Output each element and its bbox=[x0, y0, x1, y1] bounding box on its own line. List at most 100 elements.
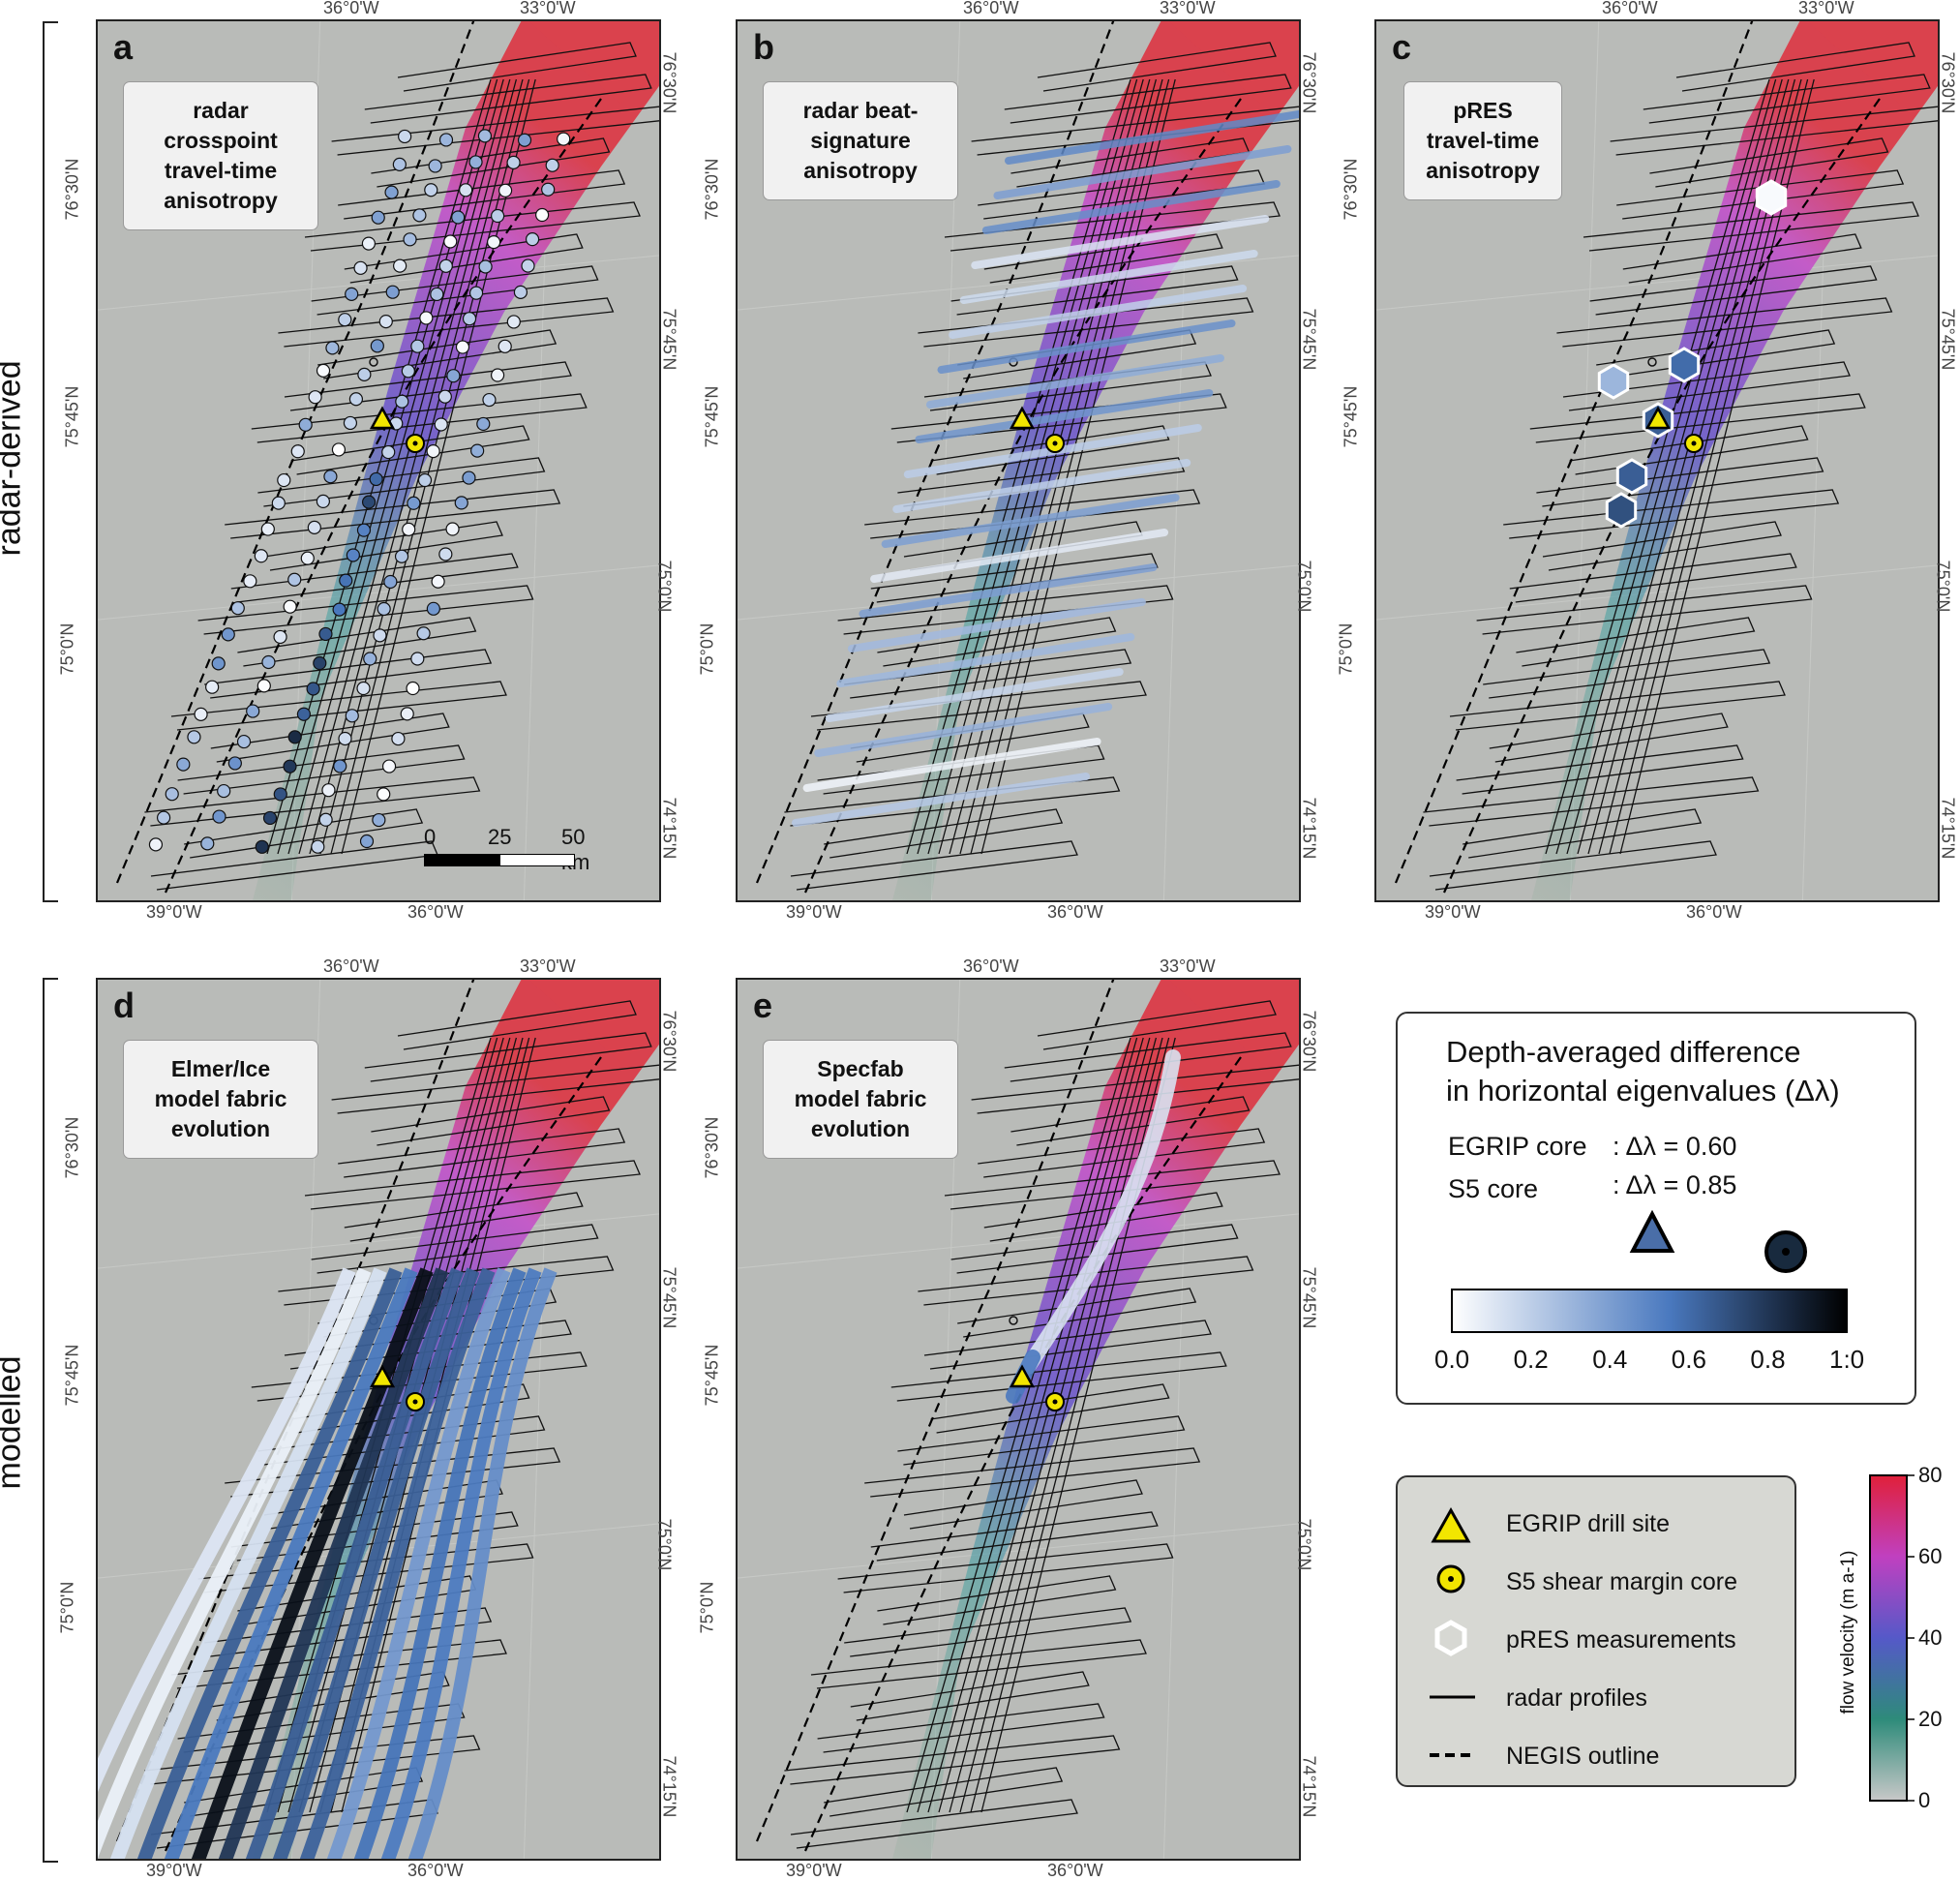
radar-profiles bbox=[1423, 42, 1938, 891]
map-svg bbox=[98, 980, 659, 1859]
right-tick-e-3: 74°15'N bbox=[1299, 1755, 1319, 1818]
row-bracket-top bbox=[43, 21, 58, 902]
top-tick-a-2: 33°0'W bbox=[520, 0, 576, 17]
negis-outline bbox=[1394, 21, 1881, 894]
legend-negis-label: NEGIS outline bbox=[1506, 1743, 1660, 1770]
top-tick-e-2: 33°0'W bbox=[1160, 956, 1216, 976]
right-tick-e-2: 75°0'N bbox=[1294, 1518, 1314, 1571]
right-tick-a-1: 75°45'N bbox=[659, 308, 679, 371]
left-tick-e-0: 76°30'N bbox=[702, 1116, 722, 1179]
eigen-tick-label: 0.6 bbox=[1671, 1345, 1706, 1374]
panel-title-line: model fabric bbox=[154, 1086, 287, 1111]
bottom-tick-c-2: 36°0'W bbox=[1686, 902, 1742, 922]
panel-title-line: radar beat- bbox=[802, 98, 919, 123]
egrip-drill-site-icon bbox=[369, 1364, 396, 1388]
velocity-tick-label: 20 bbox=[1918, 1707, 1943, 1731]
map-svg bbox=[738, 21, 1299, 900]
s5-core-dot bbox=[1052, 440, 1058, 446]
legend-egrip-label: EGRIP drill site bbox=[1506, 1510, 1671, 1537]
top-tick-c-1: 36°0'W bbox=[1602, 0, 1658, 17]
panel-label-a: a bbox=[113, 27, 134, 67]
left-tick-d-1: 75°45'N bbox=[62, 1344, 82, 1407]
top-tick-e-1: 36°0'W bbox=[963, 956, 1019, 976]
panel-title-line: evolution bbox=[810, 1116, 911, 1141]
bottom-tick-b-1: 39°0'W bbox=[786, 902, 842, 922]
scale-label-25: 25 bbox=[488, 825, 512, 849]
flow-velocity-field bbox=[253, 21, 659, 900]
flow-velocity-field bbox=[1531, 21, 1938, 900]
right-tick-a-0: 76°30'N bbox=[659, 51, 679, 114]
s5-core-label: S5 core bbox=[1448, 1174, 1539, 1203]
velocity-label: flow velocity (m a-1) bbox=[1838, 1550, 1858, 1714]
left-tick-b-0: 76°30'N bbox=[702, 158, 722, 221]
left-tick-c-2: 75°0'N bbox=[1336, 622, 1356, 676]
panel-title-line: anisotropy bbox=[1426, 158, 1540, 183]
eigenvalue-legend: Depth-averaged difference in horizontal … bbox=[1396, 1012, 1916, 1405]
egrip-drill-site-icon bbox=[1009, 1364, 1036, 1388]
egrip-core-value: : Δλ = 0.60 bbox=[1613, 1132, 1737, 1161]
left-tick-b-1: 75°45'N bbox=[702, 385, 722, 448]
scale-bar-black bbox=[424, 854, 501, 866]
s5-core-dot bbox=[412, 440, 418, 446]
right-tick-c-0: 76°30'N bbox=[1938, 51, 1958, 114]
right-tick-e-1: 75°45'N bbox=[1299, 1266, 1319, 1329]
panel-title-line: evolution bbox=[170, 1116, 271, 1141]
crosspoint-markers bbox=[148, 129, 571, 854]
right-tick-b-3: 74°15'N bbox=[1299, 797, 1319, 860]
top-tick-c-2: 33°0'W bbox=[1798, 0, 1854, 17]
map-svg bbox=[98, 21, 659, 900]
top-tick-d-2: 33°0'W bbox=[520, 956, 576, 976]
left-tick-d-0: 76°30'N bbox=[62, 1116, 82, 1179]
left-tick-c-0: 76°30'N bbox=[1341, 158, 1361, 221]
scale-bar-white bbox=[499, 854, 575, 866]
top-tick-a-1: 36°0'W bbox=[323, 0, 379, 17]
right-tick-e-0: 76°30'N bbox=[1299, 1010, 1319, 1073]
velocity-tick-label: 40 bbox=[1918, 1625, 1943, 1650]
s5-core-legend-dot bbox=[1448, 1576, 1454, 1582]
left-tick-c-1: 75°45'N bbox=[1341, 385, 1361, 448]
bottom-tick-d-2: 36°0'W bbox=[407, 1861, 464, 1880]
panel-label-d: d bbox=[113, 986, 135, 1025]
flow-velocity-field bbox=[253, 980, 659, 1859]
eigen-tick-label: 0.2 bbox=[1513, 1345, 1549, 1374]
legend-pres-label: pRES measurements bbox=[1506, 1626, 1736, 1653]
left-tick-e-2: 75°0'N bbox=[697, 1581, 717, 1634]
velocity-tick-label: 0 bbox=[1918, 1788, 1931, 1812]
top-tick-b-2: 33°0'W bbox=[1160, 0, 1216, 17]
left-tick-a-0: 76°30'N bbox=[62, 158, 82, 221]
velocity-gradient bbox=[1869, 1474, 1908, 1802]
bottom-tick-d-1: 39°0'W bbox=[146, 1861, 202, 1880]
panel-title-line: model fabric bbox=[794, 1086, 927, 1111]
radar-profiles bbox=[144, 42, 659, 891]
flow-velocity-field bbox=[892, 21, 1299, 900]
egrip-triangle-icon bbox=[1629, 1209, 1675, 1253]
symbol-legend-icons bbox=[1430, 1506, 1475, 1757]
velocity-tick-label: 60 bbox=[1918, 1544, 1943, 1568]
legend-s5-label: S5 shear margin core bbox=[1506, 1568, 1738, 1595]
right-tick-d-2: 75°0'N bbox=[654, 1518, 675, 1571]
eigen-colorbar bbox=[1451, 1289, 1848, 1333]
scale-label-50: 50 km bbox=[561, 825, 590, 874]
bottom-tick-e-1: 39°0'W bbox=[786, 1861, 842, 1880]
s5-core-dot bbox=[1052, 1399, 1058, 1405]
radar-profiles bbox=[784, 1000, 1299, 1849]
egrip-core-label: EGRIP core bbox=[1448, 1132, 1587, 1161]
s5-core-dot bbox=[412, 1399, 418, 1405]
egrip-drill-site-icon bbox=[1644, 406, 1672, 430]
right-tick-a-3: 74°15'N bbox=[659, 797, 679, 860]
panel-label-c: c bbox=[1392, 27, 1412, 67]
eigen-tick-label: 0.8 bbox=[1750, 1345, 1786, 1374]
beat-signature-tracks bbox=[792, 110, 1299, 827]
s5-core-dot bbox=[1691, 440, 1697, 446]
right-tick-c-2: 75°0'N bbox=[1933, 560, 1953, 613]
